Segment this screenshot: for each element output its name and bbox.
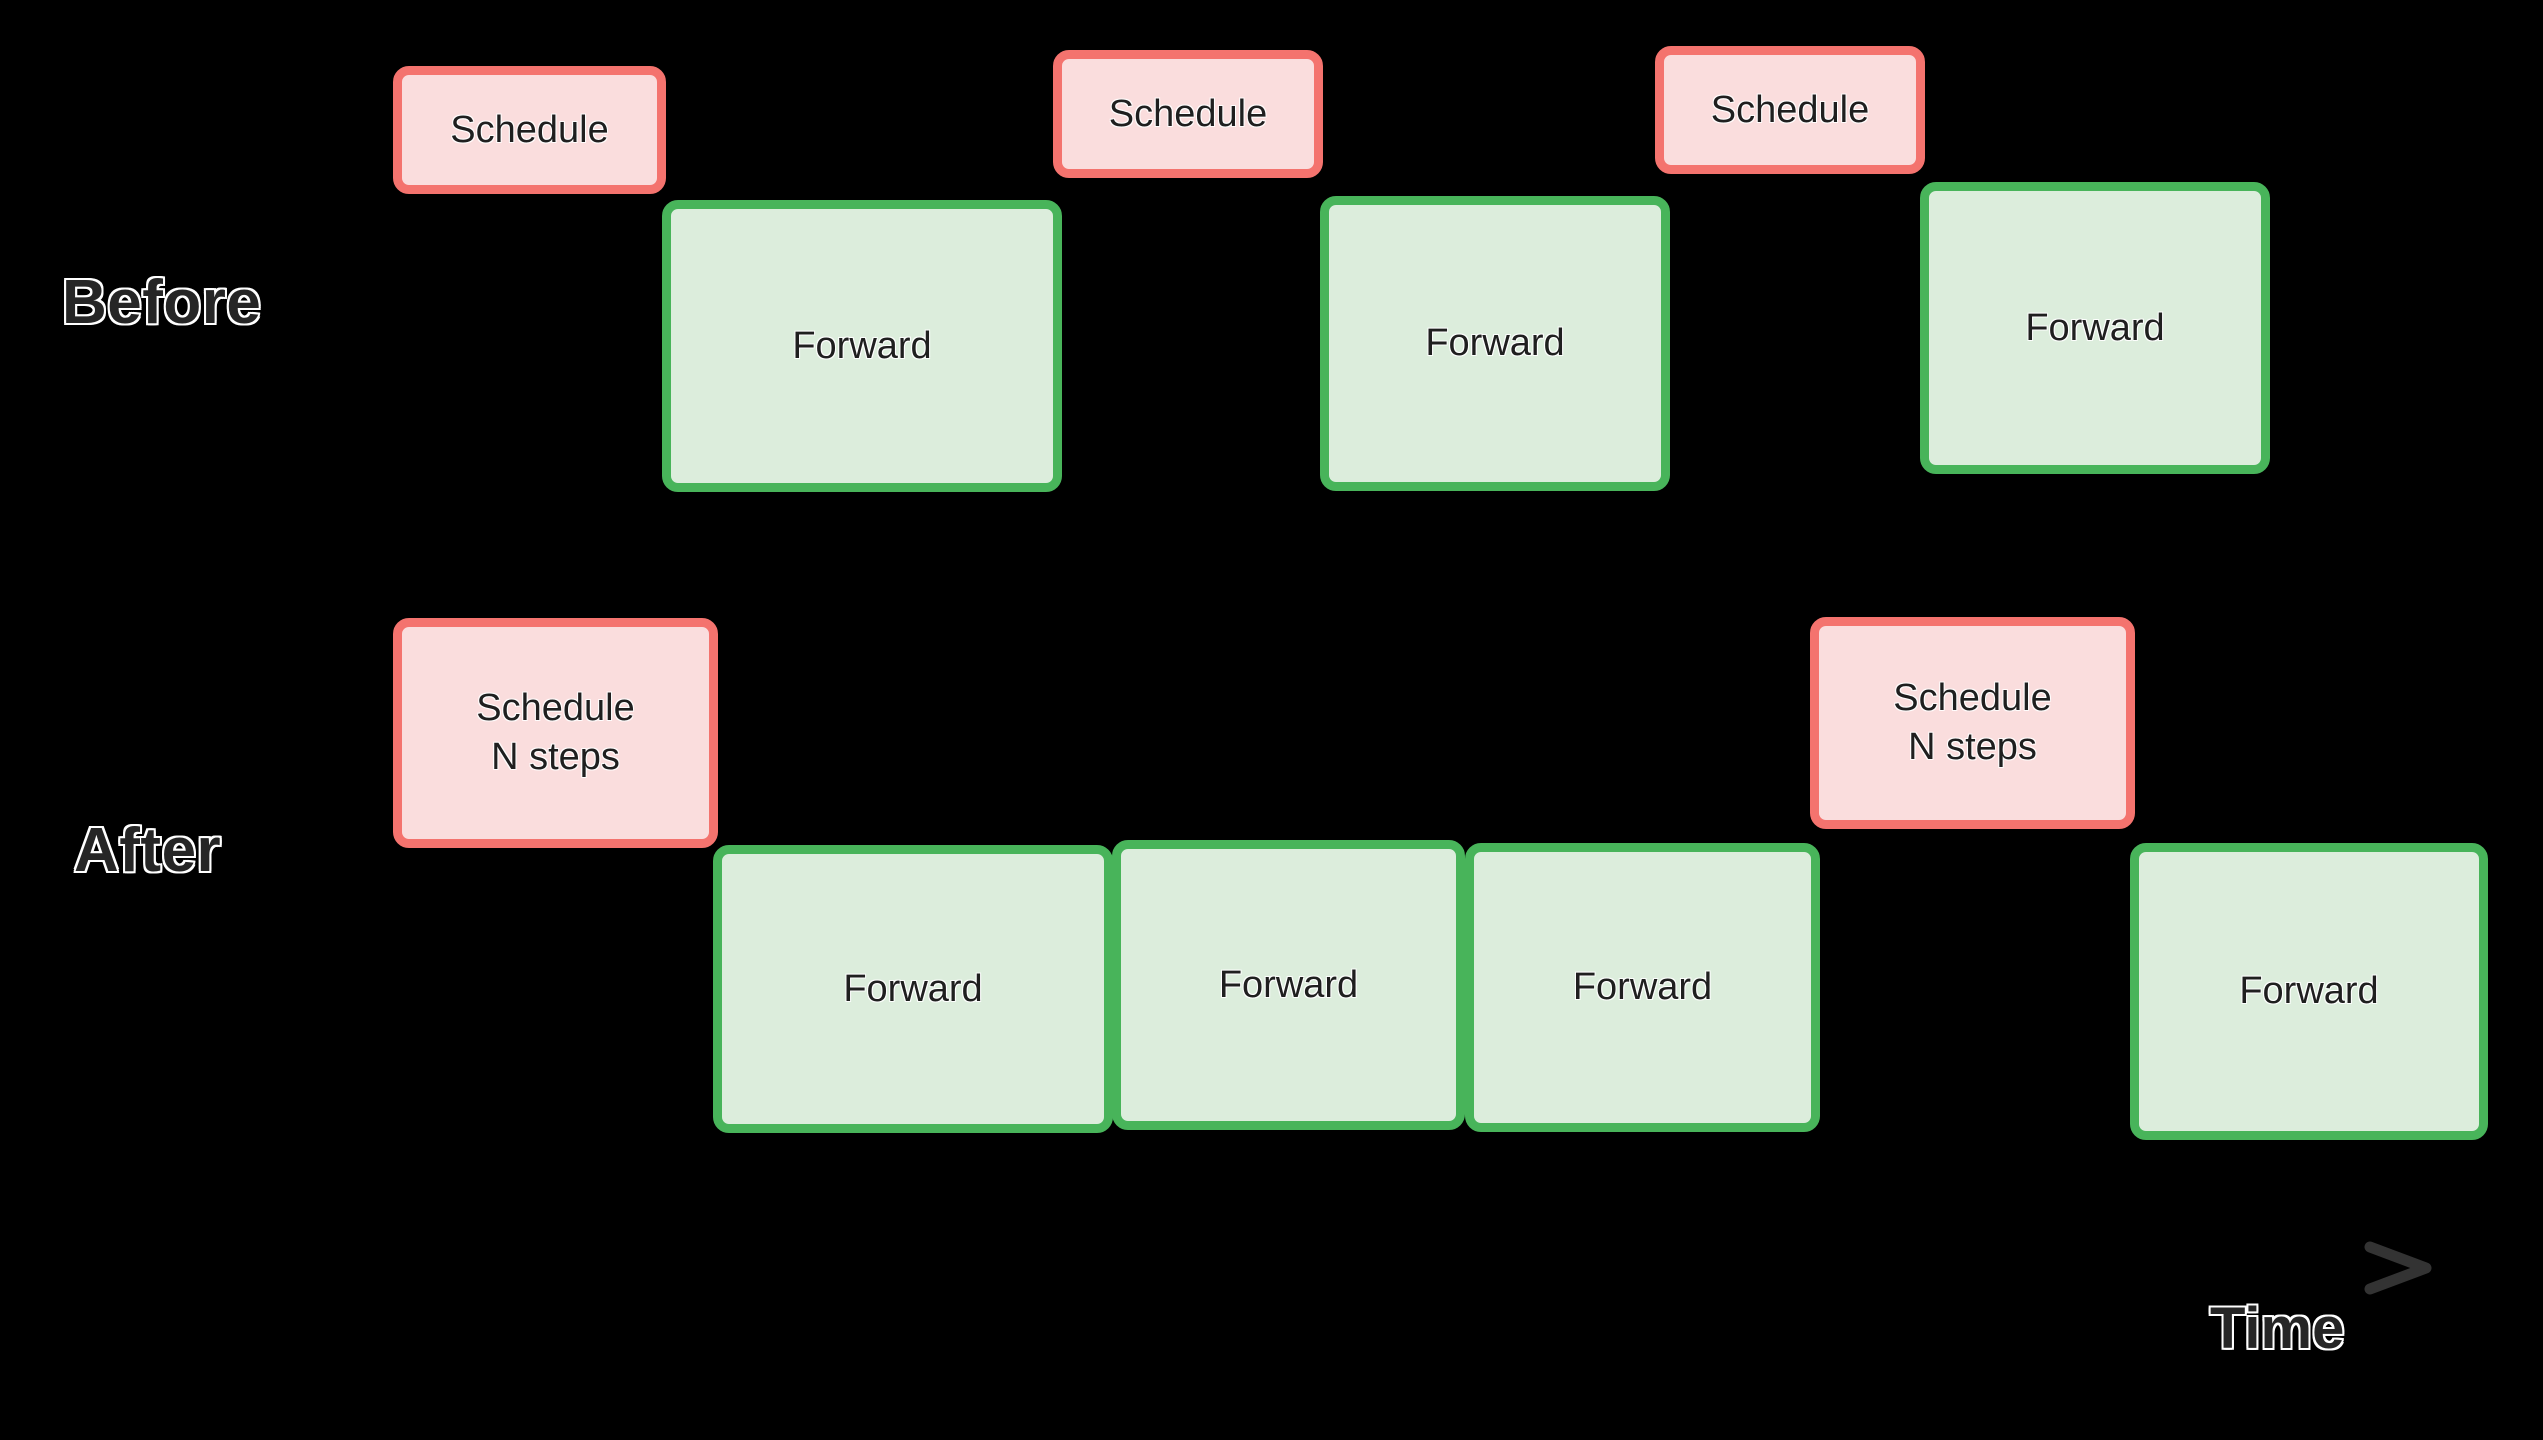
forward-block-after-6: Forward: [2130, 843, 2488, 1140]
forward-block-after-2: Forward: [713, 845, 1113, 1133]
forward-block-before-6: Forward: [1920, 182, 2270, 474]
schedule-block-before-5: Schedule: [1655, 46, 1925, 174]
schedule-block-after-5: Schedule N steps: [1810, 617, 2135, 829]
time-axis-arrow: [380, 1241, 2432, 1295]
forward-block-before-4: Forward: [1320, 196, 1670, 491]
schedule-block-before-1: Schedule: [393, 66, 666, 194]
time-axis-label: Time: [2208, 1296, 2345, 1361]
forward-block-before-2: Forward: [662, 200, 1062, 492]
forward-block-after-4: Forward: [1465, 843, 1820, 1132]
schedule-block-after-1: Schedule N steps: [393, 618, 718, 848]
row-label-after: After: [72, 816, 222, 885]
forward-block-after-3: Forward: [1112, 840, 1465, 1130]
schedule-block-before-3: Schedule: [1053, 50, 1323, 178]
row-label-before: Before: [60, 268, 262, 337]
